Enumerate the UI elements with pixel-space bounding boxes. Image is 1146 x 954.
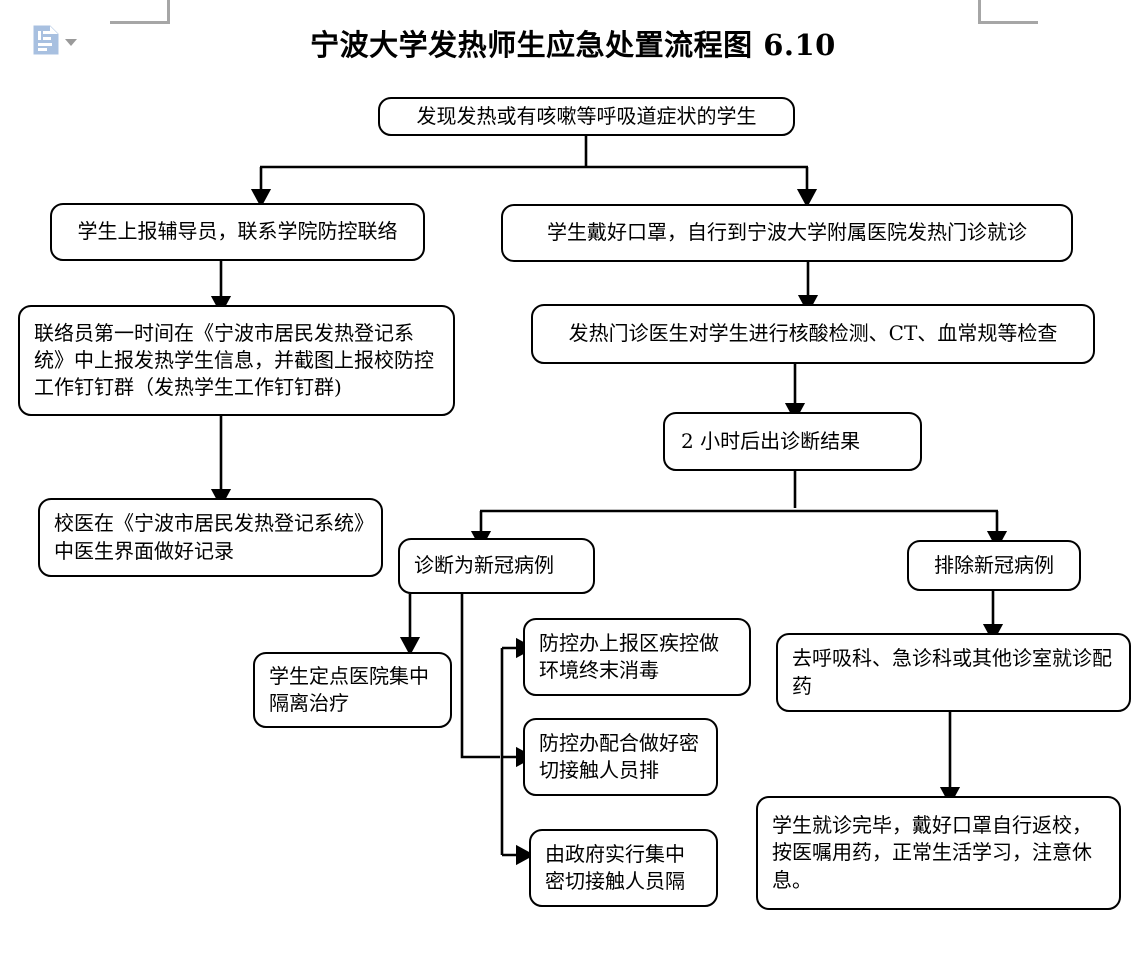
margin-mark-top-left	[110, 0, 170, 24]
node-label: 防控办配合做好密切接触人员排	[539, 730, 699, 782]
node-label: 由政府实行集中密切接触人员隔	[545, 841, 685, 893]
node-n15[interactable]: 学生就诊完毕，戴好口罩自行返校，按医嘱用药，正常生活学习，注意休息。	[756, 796, 1121, 910]
node-n5[interactable]: 学生戴好口罩，自行到宁波大学附属医院发热门诊就诊	[501, 204, 1073, 262]
node-n11[interactable]: 防控办上报区疾控做环境终末消毒	[523, 618, 751, 696]
document-layout-icon	[33, 25, 59, 59]
node-label: 发热门诊医生对学生进行核酸检测、CT、血常规等检查	[568, 321, 1058, 346]
node-n3[interactable]: 联络员第一时间在《宁波市居民发热登记系统》中上报发热学生信息，并截图上报校防控工…	[18, 305, 455, 416]
node-n2[interactable]: 学生上报辅导员，联系学院防控联络	[50, 203, 425, 261]
node-n10[interactable]: 学生定点医院集中隔离治疗	[253, 652, 452, 728]
node-n6[interactable]: 发热门诊医生对学生进行核酸检测、CT、血常规等检查	[531, 304, 1095, 364]
node-label: 2 小时后出诊断结果	[681, 428, 861, 453]
node-label: 去呼吸科、急诊科或其他诊室就诊配药	[792, 646, 1112, 698]
margin-mark-top-right	[978, 0, 1038, 24]
node-n1[interactable]: 发现发热或有咳嗽等呼吸道症状的学生	[378, 97, 795, 136]
node-label: 学生定点医院集中隔离治疗	[269, 663, 429, 715]
node-n9[interactable]: 排除新冠病例	[907, 540, 1081, 591]
page-title: 宁波大学发热师生应急处置流程图 6.10	[310, 28, 836, 62]
node-n4[interactable]: 校医在《宁波市居民发热登记系统》中医生界面做好记录	[38, 498, 383, 577]
node-label: 联络员第一时间在《宁波市居民发热登记系统》中上报发热学生信息，并截图上报校防控工…	[34, 320, 434, 400]
node-label: 诊断为新冠病例	[414, 553, 554, 578]
node-label: 学生戴好口罩，自行到宁波大学附属医院发热门诊就诊	[547, 220, 1027, 245]
node-label: 防控办上报区疾控做环境终末消毒	[539, 630, 719, 682]
node-label: 发现发热或有咳嗽等呼吸道症状的学生	[416, 103, 757, 128]
node-n7[interactable]: 2 小时后出诊断结果	[663, 412, 922, 471]
node-label: 排除新冠病例	[934, 552, 1054, 577]
node-label: 学生就诊完毕，戴好口罩自行返校，按医嘱用药，正常生活学习，注意休息。	[772, 813, 1092, 892]
node-n13[interactable]: 由政府实行集中密切接触人员隔	[529, 829, 718, 907]
node-n14[interactable]: 去呼吸科、急诊科或其他诊室就诊配药	[776, 633, 1131, 712]
node-n8[interactable]: 诊断为新冠病例	[398, 538, 595, 594]
chevron-down-icon[interactable]	[65, 38, 77, 46]
image-layout-options-button[interactable]	[33, 25, 77, 59]
node-label: 校医在《宁波市居民发热登记系统》中医生界面做好记录	[54, 511, 364, 563]
node-n12[interactable]: 防控办配合做好密切接触人员排	[523, 718, 718, 796]
node-label: 学生上报辅导员，联系学院防控联络	[77, 219, 398, 244]
